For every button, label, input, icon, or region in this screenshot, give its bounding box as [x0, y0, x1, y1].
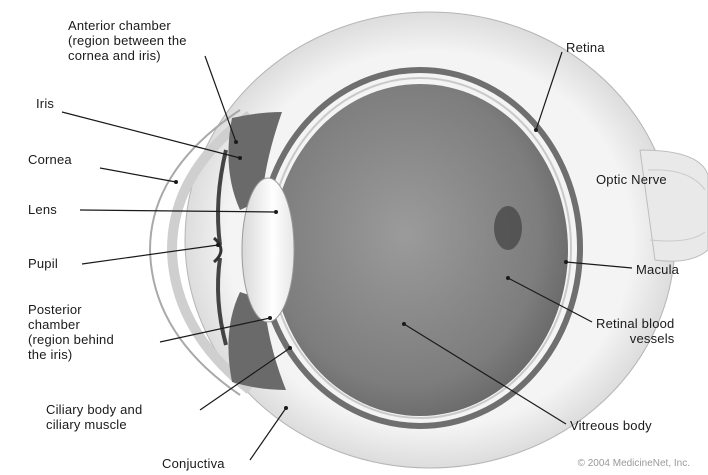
label-anterior-chamber-line1: Anterior chamber	[68, 18, 187, 33]
label-ciliary-line2: ciliary muscle	[46, 417, 142, 432]
label-pupil: Pupil	[28, 256, 58, 271]
label-posterior-chamber-line1: Posterior	[28, 302, 114, 317]
lens-shape	[242, 178, 294, 322]
label-retina: Retina	[566, 40, 605, 55]
label-cornea: Cornea	[28, 152, 72, 167]
label-conjunctiva: Conjuctiva	[162, 456, 225, 471]
label-posterior-chamber-line3: (region behind	[28, 332, 114, 347]
label-anterior-chamber: Anterior chamber (region between the cor…	[68, 18, 187, 63]
label-posterior-chamber: Posterior chamber (region behind the iri…	[28, 302, 114, 362]
label-posterior-chamber-line4: the iris)	[28, 347, 114, 362]
vitreous-shape	[272, 84, 568, 416]
label-vitreous: Vitreous body	[570, 418, 652, 433]
label-retinal-vessels-line2: vessels	[596, 331, 675, 346]
label-anterior-chamber-line3: cornea and iris)	[68, 48, 187, 63]
label-macula: Macula	[636, 262, 679, 277]
label-retinal-vessels-line1: Retinal blood	[596, 316, 675, 331]
macula-spot	[494, 206, 522, 250]
label-retinal-vessels: Retinal blood vessels	[596, 316, 675, 346]
label-ciliary-line1: Ciliary body and	[46, 402, 142, 417]
label-optic-nerve: Optic Nerve	[596, 172, 667, 187]
copyright-text: © 2004 MedicineNet, Inc.	[578, 458, 690, 469]
label-anterior-chamber-line2: (region between the	[68, 33, 187, 48]
label-lens: Lens	[28, 202, 57, 217]
label-posterior-chamber-line2: chamber	[28, 317, 114, 332]
label-iris: Iris	[36, 96, 54, 111]
label-ciliary: Ciliary body and ciliary muscle	[46, 402, 142, 432]
